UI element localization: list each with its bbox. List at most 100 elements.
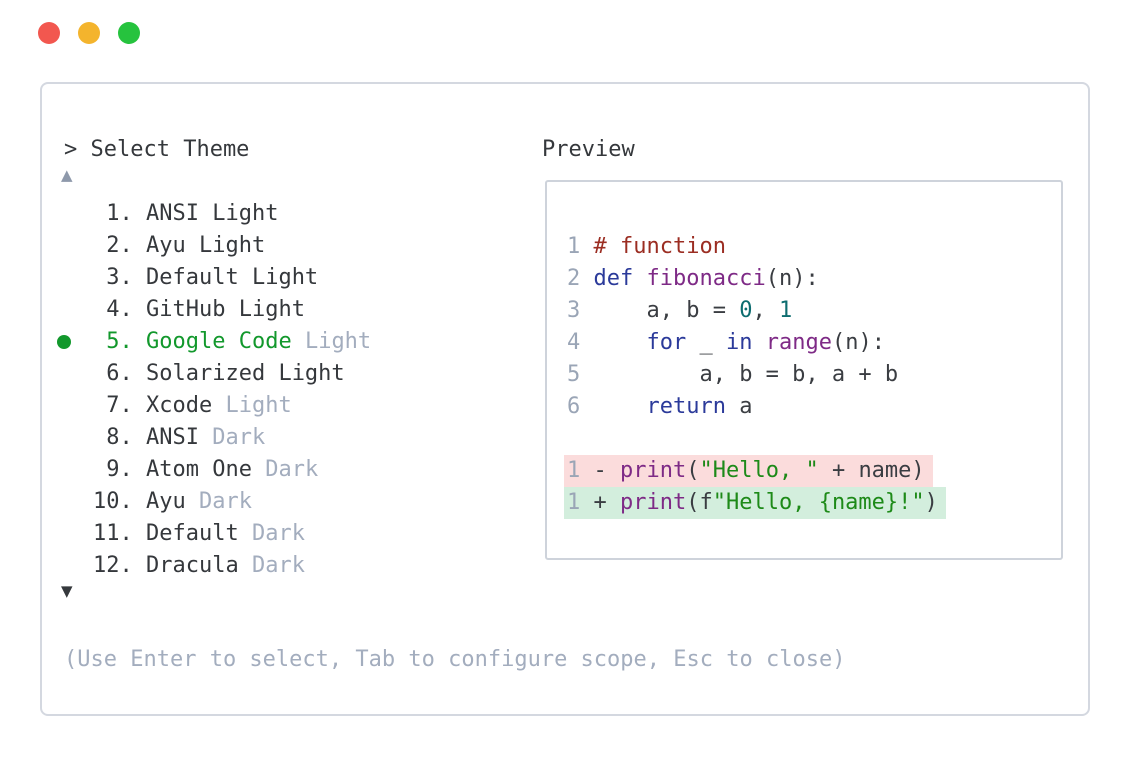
theme-suffix: Dark bbox=[238, 553, 305, 578]
code-token: + name) bbox=[818, 458, 925, 483]
code-line: 3 a, b = 0, 1 bbox=[567, 295, 946, 327]
code-token: ) bbox=[924, 490, 938, 515]
line-number: 1 bbox=[567, 234, 594, 259]
code-token bbox=[752, 330, 765, 355]
theme-list-item[interactable]: 11. Default Dark bbox=[56, 518, 371, 550]
code-token bbox=[594, 394, 647, 419]
code-token: def bbox=[593, 266, 634, 291]
theme-number: 5. bbox=[93, 329, 133, 354]
theme-suffix: Light bbox=[291, 329, 372, 354]
bullet-spacer bbox=[56, 518, 93, 550]
code-token: + bbox=[593, 490, 620, 515]
code-token: in bbox=[725, 330, 753, 355]
code-token: 0 bbox=[739, 298, 753, 323]
theme-list-item[interactable]: 10. Ayu Dark bbox=[56, 486, 371, 518]
code-token: "Hello, " bbox=[699, 458, 819, 483]
code-token: return bbox=[646, 394, 726, 419]
line-number: 1 bbox=[567, 490, 594, 515]
theme-number: 3. bbox=[93, 265, 133, 290]
theme-number: 11. bbox=[93, 521, 133, 546]
theme-name: Default bbox=[132, 521, 239, 546]
theme-list-item[interactable]: 12. Dracula Dark bbox=[56, 550, 371, 582]
theme-list-item[interactable]: 7. Xcode Light bbox=[56, 390, 371, 422]
zoom-button[interactable] bbox=[118, 22, 140, 44]
minimize-button[interactable] bbox=[78, 22, 100, 44]
theme-name: Dracula bbox=[132, 553, 239, 578]
code-token: a bbox=[725, 394, 753, 419]
theme-name: GitHub Light bbox=[132, 297, 305, 322]
theme-selector-window: > Select Theme ▲ 1. ANSI Light 2. Ayu Li… bbox=[40, 82, 1090, 716]
theme-name: Ayu bbox=[132, 489, 186, 514]
code-token: (n): bbox=[831, 330, 885, 355]
code-token: (n): bbox=[765, 266, 819, 291]
bullet-spacer bbox=[56, 550, 93, 582]
theme-list: 1. ANSI Light 2. Ayu Light 3. Default Li… bbox=[56, 198, 371, 582]
code-token: print bbox=[620, 490, 687, 515]
code-line-content: 5 a, b = b, a + b bbox=[567, 359, 898, 391]
theme-suffix: Dark bbox=[251, 457, 319, 482]
bullet-spacer bbox=[56, 422, 93, 454]
theme-name: Xcode bbox=[132, 393, 213, 418]
theme-number: 8. bbox=[93, 425, 133, 450]
code-token: (f bbox=[686, 490, 713, 515]
selected-indicator bbox=[56, 326, 93, 358]
code-token: 1 bbox=[778, 298, 793, 323]
theme-number: 12. bbox=[93, 553, 133, 578]
theme-list-item[interactable]: 9. Atom One Dark bbox=[56, 454, 371, 486]
code-token: _ bbox=[686, 330, 726, 355]
theme-name: ANSI Light bbox=[132, 201, 279, 226]
theme-list-item[interactable]: 6. Solarized Light bbox=[56, 358, 371, 390]
code-token bbox=[633, 266, 646, 291]
theme-list-item[interactable]: 4. GitHub Light bbox=[56, 294, 371, 326]
theme-name: Default Light bbox=[132, 265, 319, 290]
code-line bbox=[567, 423, 946, 455]
diff-added-line: 1 + print(f"Hello, {name}!") bbox=[564, 487, 946, 519]
preview-title: Preview bbox=[542, 137, 635, 162]
theme-list-item[interactable]: 1. ANSI Light bbox=[56, 198, 371, 230]
bullet-spacer bbox=[56, 358, 93, 390]
theme-name: Ayu Light bbox=[132, 233, 266, 258]
code-token: for bbox=[646, 330, 687, 355]
keyboard-hint: (Use Enter to select, Tab to configure s… bbox=[64, 647, 846, 672]
bullet-spacer bbox=[56, 454, 93, 486]
theme-number: 10. bbox=[93, 489, 133, 514]
code-line: 2 def fibonacci(n): bbox=[567, 263, 946, 295]
select-theme-prompt: > Select Theme bbox=[64, 137, 250, 162]
bullet-spacer bbox=[56, 262, 93, 294]
theme-number: 1. bbox=[93, 201, 133, 226]
code-token bbox=[594, 330, 647, 355]
theme-suffix: Dark bbox=[238, 521, 305, 546]
bullet-spacer bbox=[56, 294, 93, 326]
theme-suffix: Light bbox=[212, 393, 292, 418]
scroll-up-icon[interactable]: ▲ bbox=[61, 166, 73, 184]
theme-list-item[interactable]: 8. ANSI Dark bbox=[56, 422, 371, 454]
code-line: 1 + print(f"Hello, {name}!") bbox=[564, 487, 946, 519]
line-number: 2 bbox=[567, 266, 594, 291]
theme-list-item[interactable]: 2. Ayu Light bbox=[56, 230, 371, 262]
close-button[interactable] bbox=[38, 22, 60, 44]
theme-list-item[interactable]: 5. Google Code Light bbox=[56, 326, 371, 358]
theme-number: 9. bbox=[93, 457, 133, 482]
bullet-spacer bbox=[56, 198, 93, 230]
code-token: fibonacci bbox=[646, 266, 766, 291]
code-token: "Hello, {name}!" bbox=[712, 490, 925, 515]
code-token: a, b = b, a + b bbox=[593, 362, 899, 387]
code-line: 6 return a bbox=[567, 391, 946, 423]
theme-list-item[interactable]: 3. Default Light bbox=[56, 262, 371, 294]
code-token: a, b = bbox=[593, 298, 740, 323]
green-dot-icon bbox=[57, 335, 71, 349]
scroll-down-icon[interactable]: ▼ bbox=[61, 582, 73, 600]
theme-number: 7. bbox=[93, 393, 133, 418]
code-line: 1 # function bbox=[567, 231, 946, 263]
theme-suffix: Dark bbox=[198, 425, 266, 450]
bullet-spacer bbox=[56, 486, 93, 518]
theme-name: Atom One bbox=[132, 457, 252, 482]
code-line-content: 1 # function bbox=[567, 231, 726, 263]
theme-suffix: Dark bbox=[185, 489, 252, 514]
code-token: - bbox=[593, 458, 620, 483]
code-line: 1 - print("Hello, " + name) bbox=[564, 455, 946, 487]
code-line-content: 2 def fibonacci(n): bbox=[567, 263, 819, 295]
code-token: # function bbox=[593, 234, 726, 259]
